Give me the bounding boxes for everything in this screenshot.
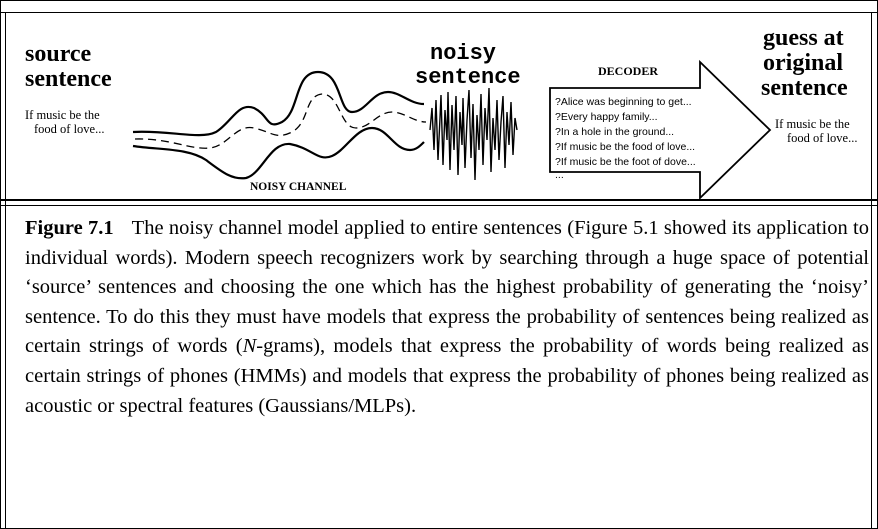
- source-label-line1: source: [25, 41, 92, 67]
- top-rule: [0, 12, 878, 13]
- guess-text-line2: food of love...: [787, 131, 858, 145]
- source-label-line2: sentence: [25, 66, 112, 92]
- channel-label: NOISY CHANNEL: [250, 181, 347, 193]
- hypothesis-4: ?If music be the food of love...: [555, 141, 696, 153]
- hypothesis-ellipsis: ...: [555, 169, 564, 181]
- caption-text-part1: The noisy channel model applied to entir…: [25, 217, 869, 358]
- decoder-label: DECODER: [598, 64, 659, 78]
- guess-label-line2: original: [763, 50, 844, 76]
- channel-centerline: [134, 93, 427, 149]
- figure-number: Figure 7.1: [25, 217, 114, 239]
- noisy-waveform: [429, 87, 518, 181]
- guess-text-line1: If music be the: [775, 117, 850, 131]
- hypothesis-1: ?Alice was beginning to get...: [555, 96, 692, 108]
- hypothesis-3: ?In a hole in the ground...: [555, 126, 675, 138]
- noisy-label-line1: noisy: [430, 41, 497, 66]
- guess-label-line1: guess at: [763, 25, 844, 51]
- caption-ngram-n: N: [242, 335, 257, 358]
- caption-text-part2: -grams), models that express the probabi…: [25, 335, 869, 417]
- hypothesis-5: ?If music be the foot of dove...: [555, 156, 696, 168]
- guess-label-line3: sentence: [761, 75, 848, 101]
- divider-rule-inner: [0, 205, 878, 206]
- channel-upper-edge: [132, 70, 425, 137]
- left-rule: [5, 12, 6, 529]
- noisy-label-line2: sentence: [415, 65, 521, 90]
- source-text-line2: food of love...: [34, 122, 105, 136]
- source-text-line1: If music be the: [25, 108, 100, 122]
- decoder-arrow: [549, 59, 772, 200]
- channel-lower-edge: [132, 126, 425, 180]
- hypothesis-2: ?Every happy family...: [555, 111, 658, 123]
- divider-rule: [0, 199, 878, 201]
- noisy-channel-diagram: [132, 59, 772, 200]
- right-rule: [871, 12, 872, 529]
